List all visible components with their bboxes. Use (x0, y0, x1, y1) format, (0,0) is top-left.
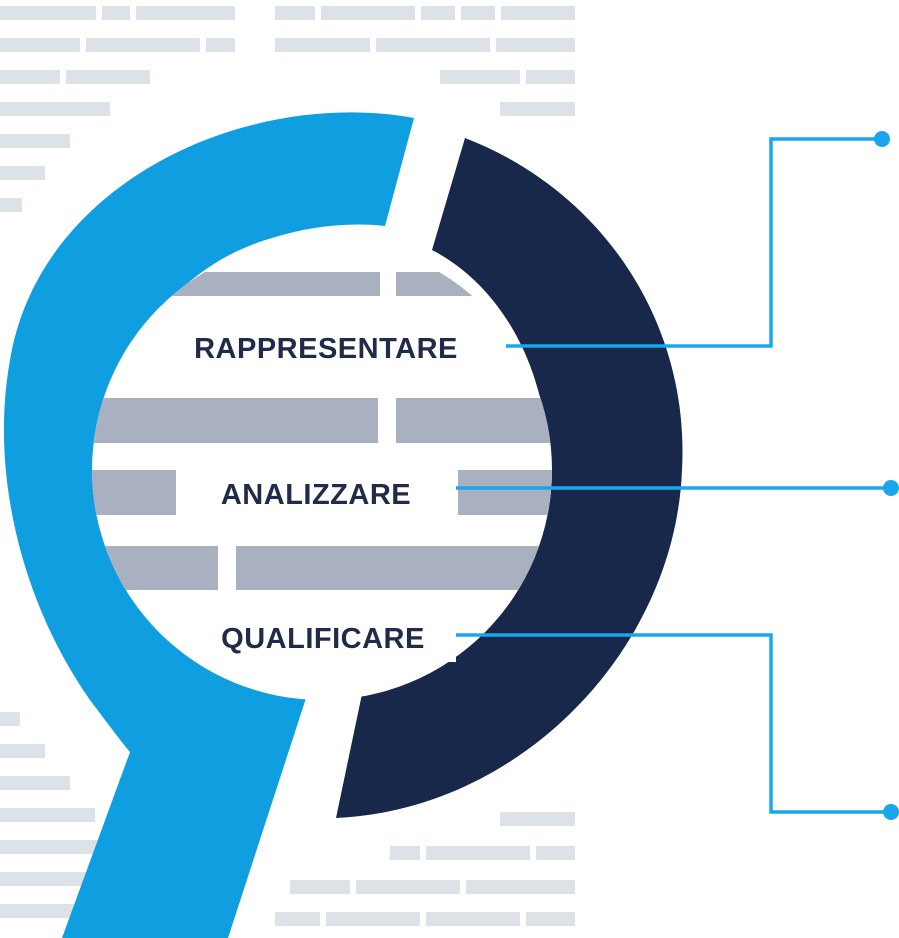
label-analizzare: ANALIZZARE (221, 479, 411, 511)
connector-bottom (456, 633, 890, 814)
dot-endpoint-icon (883, 480, 899, 496)
connectors (456, 137, 890, 814)
dot-endpoint-icon (874, 131, 890, 147)
inner-lens-bars (92, 272, 552, 590)
connector-endpoints (874, 131, 899, 820)
background-stripe-gaps (60, 6, 536, 926)
logo-dark-navy-arc (336, 138, 683, 818)
connector-top (506, 137, 882, 348)
background-stripes (0, 6, 575, 926)
dot-endpoint-icon (883, 804, 899, 820)
label-bg-bottom (196, 612, 456, 662)
q-shaped-split-ring-logo (3, 112, 683, 938)
label-bg-middle (178, 466, 456, 518)
logo-light-blue-arc (3, 112, 414, 938)
label-bg-top (166, 322, 486, 374)
label-rappresentare: RAPPRESENTARE (194, 333, 458, 365)
label-qualificare: QUALIFICARE (221, 623, 425, 655)
